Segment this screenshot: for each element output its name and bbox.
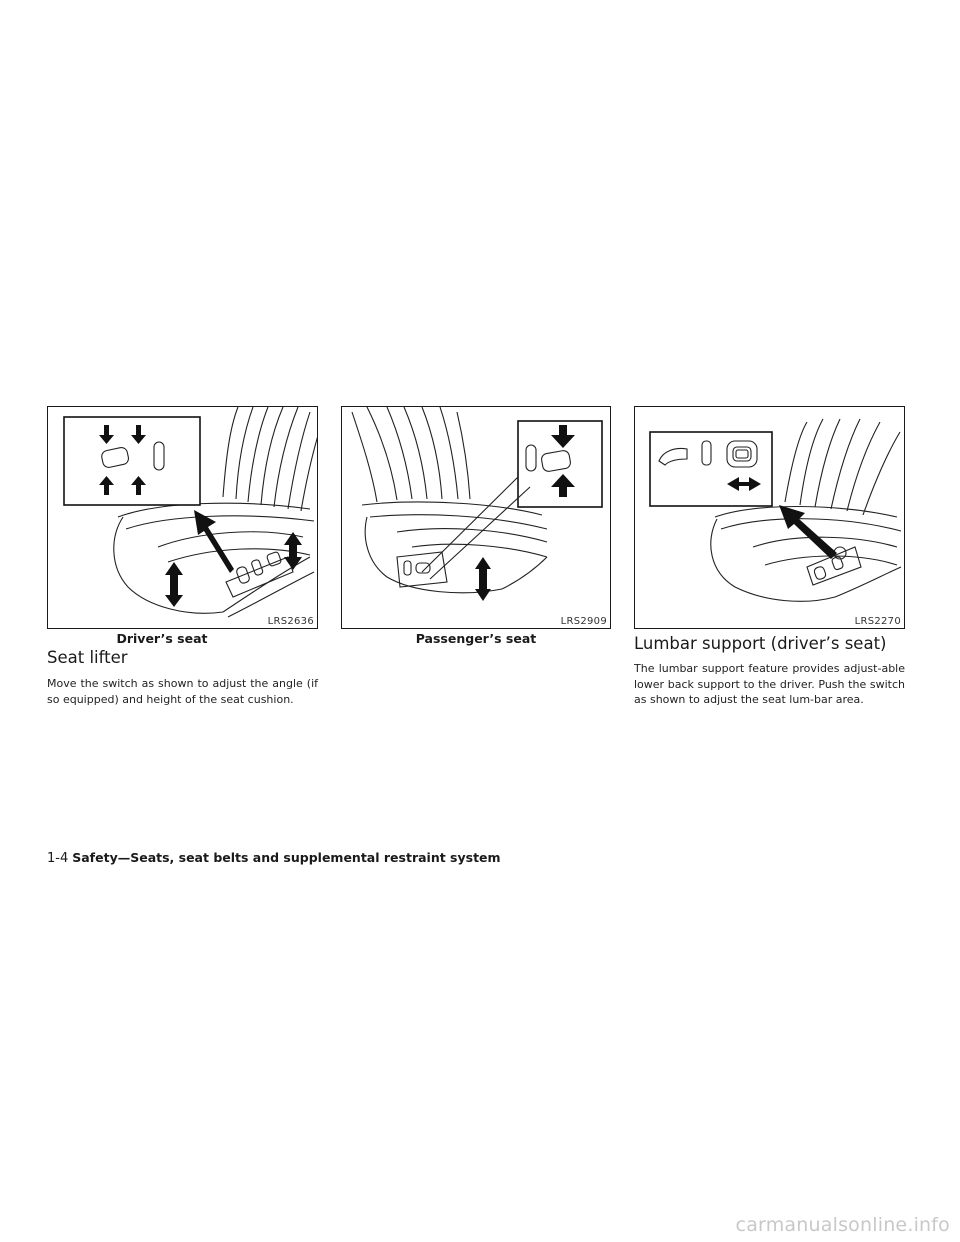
passengers-seat-illustration [351, 407, 603, 601]
footer-section-title: Safety—Seats, seat belts and supplementa… [72, 850, 501, 865]
section-heading-lumbar-support: Lumbar support (driver’s seat) [634, 634, 887, 653]
page-number: 1-4 [47, 851, 69, 866]
figure-code: LRS2909 [560, 616, 607, 627]
figure-lumbar-support: LRS2270 [634, 406, 905, 629]
section-body-seat-lifter: Move the switch as shown to adjust the a… [47, 677, 318, 706]
figure-code: LRS2270 [854, 616, 901, 627]
section-heading-seat-lifter: Seat lifter [47, 648, 128, 667]
drivers-seat-illustration [63, 407, 317, 618]
figure-passengers-seat: LRS2909 [341, 406, 611, 629]
figure-drivers-seat: LRS2636 [47, 406, 318, 629]
figure-caption-drivers-seat: Driver’s seat [116, 631, 208, 646]
lumbar-seat-illustration [649, 418, 902, 602]
figure-caption-passengers-seat: Passenger’s seat [415, 631, 537, 646]
watermark: carmanualsonline.info [735, 1214, 950, 1236]
section-body-lumbar-support: The lumbar support feature provides adju… [634, 662, 905, 706]
figure-code: LRS2636 [267, 616, 314, 627]
